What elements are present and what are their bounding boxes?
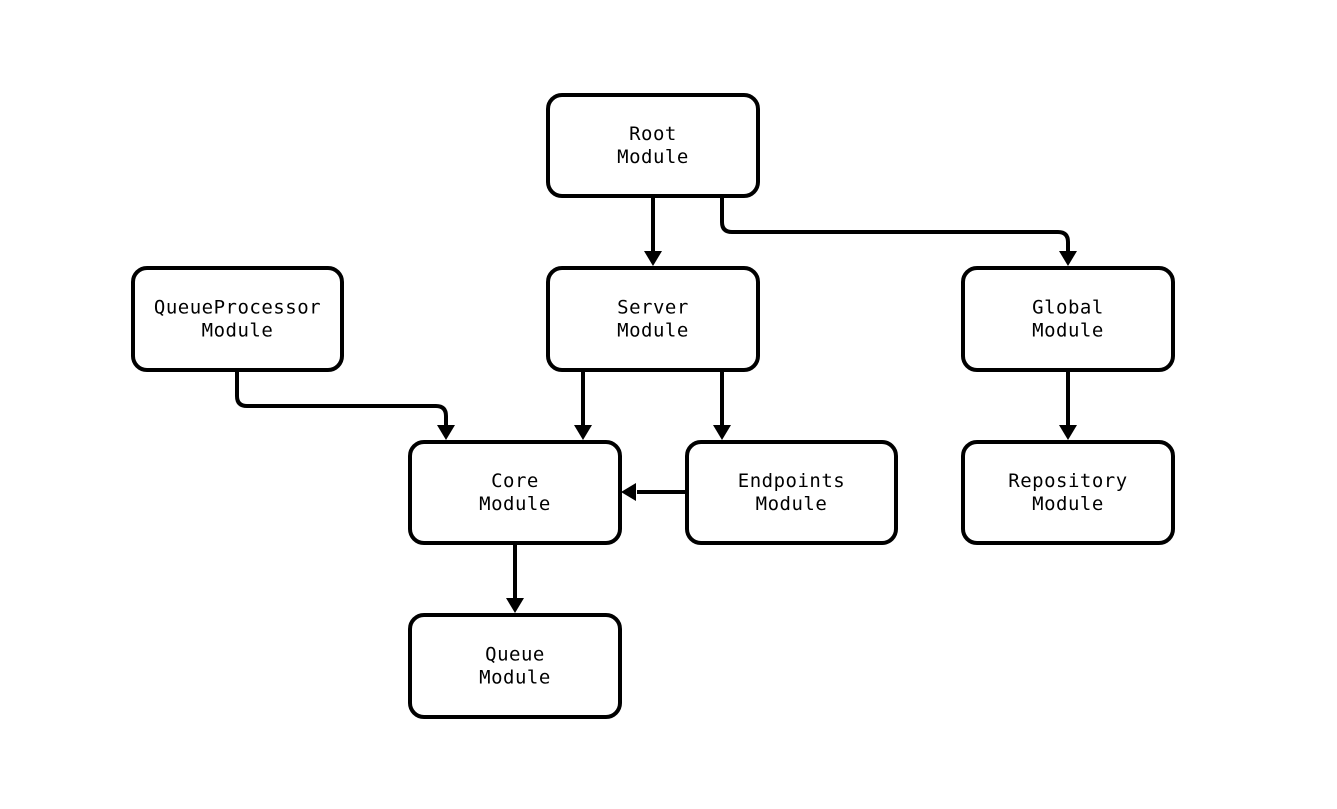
node-box[interactable]	[546, 93, 760, 198]
node-label-line1: Queue	[485, 644, 545, 666]
node-label-line2: Module	[756, 493, 828, 515]
edge-server-to-endpoints: Server Module depends on Endpoints Modul…	[713, 370, 731, 440]
node-label-line2: Module	[479, 667, 551, 689]
edge-global-to-repository: Global Module depends on Repository Modu…	[1059, 370, 1077, 440]
arrowhead-icon	[1059, 251, 1077, 266]
node-box[interactable]	[685, 440, 898, 545]
node-label-line2: Module	[1032, 320, 1104, 342]
node-box[interactable]	[408, 440, 622, 545]
edge-line	[235, 370, 448, 425]
arrowhead-icon	[574, 425, 592, 440]
edge-endpoints-to-core: Endpoints Module depends on Core Module	[621, 483, 687, 501]
arrowhead-icon	[713, 425, 731, 440]
edge-root-to-global: Root Module depends on Global Module	[720, 196, 1077, 266]
node-label-line1: QueueProcessor	[154, 297, 321, 319]
node-box[interactable]	[131, 266, 344, 372]
node-label-line2: Module	[617, 146, 689, 168]
node-label-line2: Module	[617, 320, 689, 342]
edge-server-to-core: Server Module depends on Core Module	[574, 370, 592, 440]
arrowhead-icon	[1059, 425, 1077, 440]
edge-queueprocessor-to-core: QueueProcessor Module depends on Core Mo…	[235, 370, 455, 440]
arrowhead-icon	[621, 483, 636, 501]
node-box[interactable]	[408, 613, 622, 719]
edge-core-to-queue: Core Module depends on Queue Module	[506, 543, 524, 613]
node-label-line2: Module	[202, 320, 274, 342]
nodes-layer: RootModuleQueueProcessorModuleServerModu…	[131, 93, 1175, 719]
node-label-line1: Core	[491, 470, 539, 492]
arrowhead-icon	[644, 251, 662, 266]
arrowhead-icon	[506, 598, 524, 613]
arrowhead-icon	[437, 425, 455, 440]
edge-root-to-server: Root Module depends on Server Module	[644, 196, 662, 266]
node-label-line1: Repository	[1008, 470, 1127, 492]
node-label-line1: Server	[617, 297, 689, 319]
node-box[interactable]	[546, 266, 760, 372]
node-label-line1: Endpoints	[738, 470, 845, 492]
edge-line	[720, 196, 1070, 251]
edges-layer: Root Module depends on Server Module Root…	[235, 196, 1077, 613]
node-box[interactable]	[961, 266, 1175, 372]
node-label-line1: Root	[629, 123, 677, 145]
node-label-line1: Global	[1032, 297, 1104, 319]
node-label-line2: Module	[1032, 493, 1104, 515]
node-label-line2: Module	[479, 493, 551, 515]
node-box[interactable]	[961, 440, 1175, 545]
